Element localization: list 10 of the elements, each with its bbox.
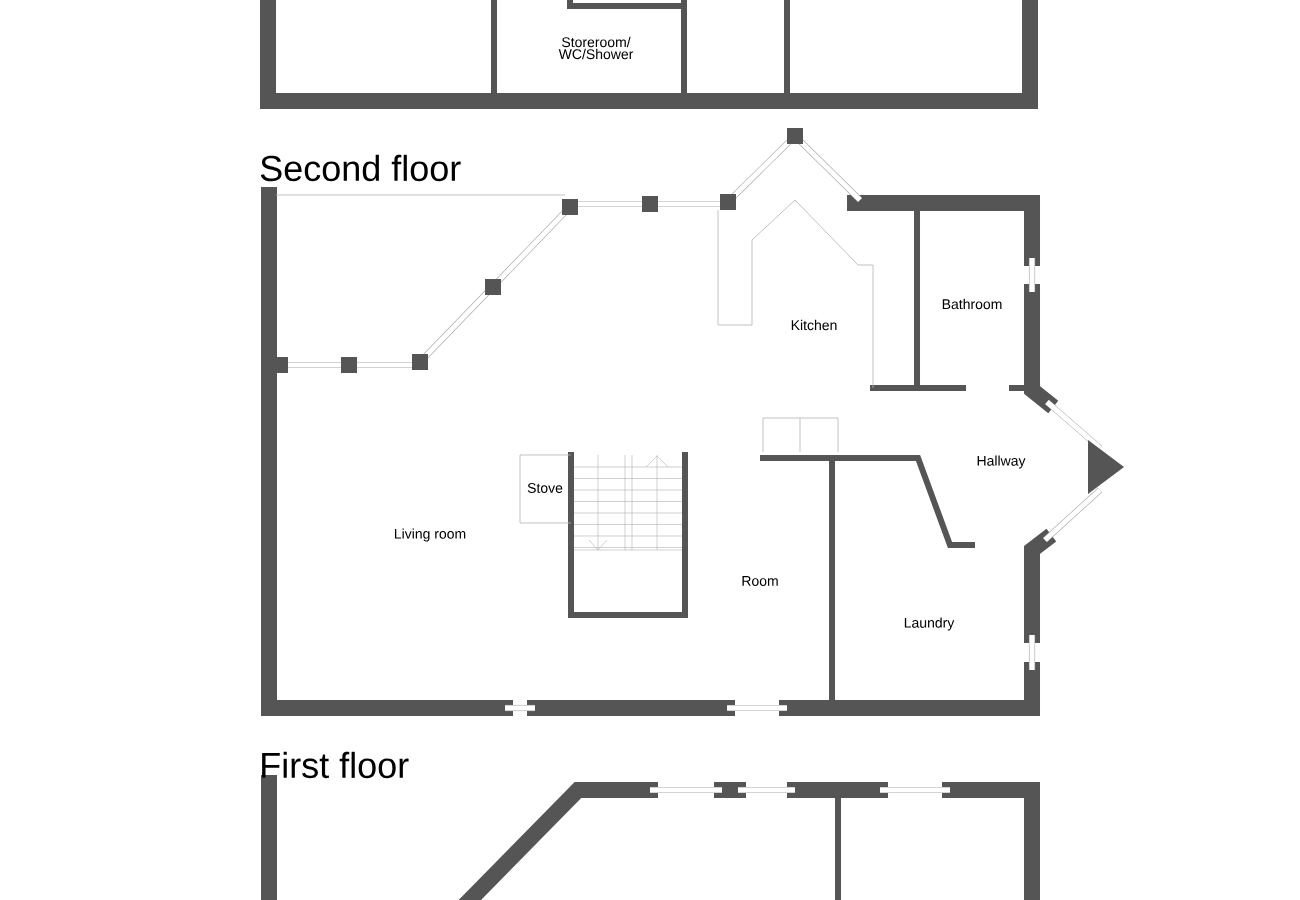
room-label: Bathroom — [942, 298, 1002, 310]
room-label: Room — [742, 576, 778, 586]
room-label: Kitchen — [791, 319, 837, 331]
floor-heading: First floor — [262, 751, 409, 779]
room-label: Living room — [394, 528, 466, 542]
room-label: Stove — [527, 483, 563, 493]
room-label: Storeroom/ WC/Shower — [558, 36, 634, 60]
floor-heading: Second floor — [260, 154, 461, 182]
room-label: Laundry — [904, 617, 955, 631]
room-label: Hallway — [977, 455, 1026, 469]
